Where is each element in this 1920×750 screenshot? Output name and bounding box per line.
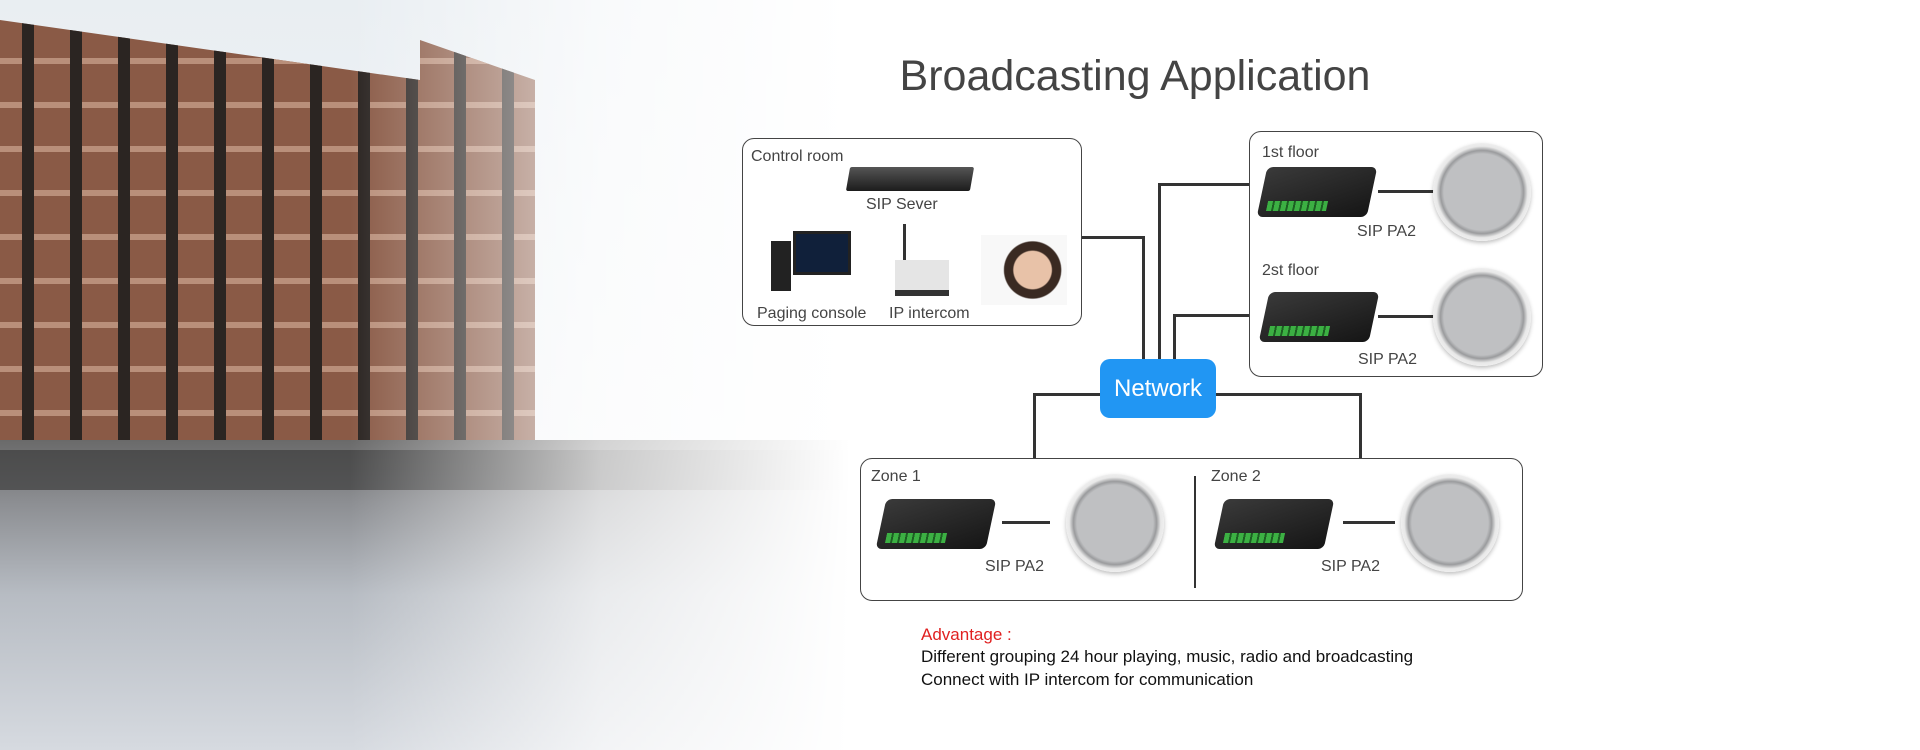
- control-room-box: Control room SIP Sever Paging console IP…: [742, 138, 1082, 326]
- connector-line: [1142, 236, 1145, 360]
- sip-pa2-image: [875, 499, 997, 549]
- advantage-line: Different grouping 24 hour playing, musi…: [921, 647, 1414, 666]
- connector-line: [1158, 183, 1250, 186]
- connector-line: [1033, 393, 1101, 396]
- sip-pa2-image: [1213, 499, 1335, 549]
- building-background-photo: [0, 0, 1000, 750]
- sip-server-label: SIP Sever: [866, 196, 938, 213]
- sip-pa2-image: [1256, 167, 1378, 217]
- floors-box: 1st floor SIP PA2 2st floor SIP PA2: [1249, 131, 1543, 377]
- connector-line: [1002, 521, 1050, 524]
- floor-label: 2st floor: [1262, 262, 1319, 279]
- zone-label: Zone 2: [1211, 468, 1261, 485]
- connector-line: [1173, 314, 1250, 317]
- connector-line: [1378, 315, 1434, 318]
- connector-line: [1215, 393, 1362, 396]
- sip-pa2-image: [1258, 292, 1380, 342]
- network-node: Network: [1100, 359, 1216, 418]
- paging-console-label: Paging console: [757, 305, 867, 322]
- advantage-line: Connect with IP intercom for communicati…: [921, 670, 1254, 689]
- device-label: SIP PA2: [1321, 558, 1380, 575]
- zones-box: Zone 1 SIP PA2 Zone 2 SIP PA2: [860, 458, 1523, 601]
- sip-server-image: [845, 167, 975, 191]
- connector-line: [1173, 314, 1176, 360]
- zone-label: Zone 1: [871, 468, 921, 485]
- paging-console-image: [771, 231, 853, 293]
- ip-intercom-image: [895, 224, 950, 296]
- page-title: Broadcasting Application: [899, 52, 1371, 100]
- advantage-heading: Advantage :: [921, 625, 1012, 644]
- device-label: SIP PA2: [1358, 351, 1417, 368]
- speaker-image: [1433, 268, 1531, 366]
- ip-intercom-label: IP intercom: [889, 305, 970, 322]
- connector-line: [1158, 183, 1161, 360]
- operator-headset-photo: [981, 235, 1067, 305]
- speaker-image: [1433, 143, 1531, 241]
- zone-divider: [1194, 476, 1196, 588]
- control-room-label: Control room: [751, 148, 844, 165]
- connector-line: [1033, 393, 1036, 459]
- speaker-image: [1401, 474, 1499, 572]
- connector-line: [1082, 236, 1144, 239]
- connector-line: [1359, 393, 1362, 459]
- device-label: SIP PA2: [1357, 223, 1416, 240]
- connector-line: [1343, 521, 1395, 524]
- connector-line: [1378, 190, 1434, 193]
- speaker-image: [1066, 474, 1164, 572]
- device-label: SIP PA2: [985, 558, 1044, 575]
- floor-label: 1st floor: [1262, 144, 1319, 161]
